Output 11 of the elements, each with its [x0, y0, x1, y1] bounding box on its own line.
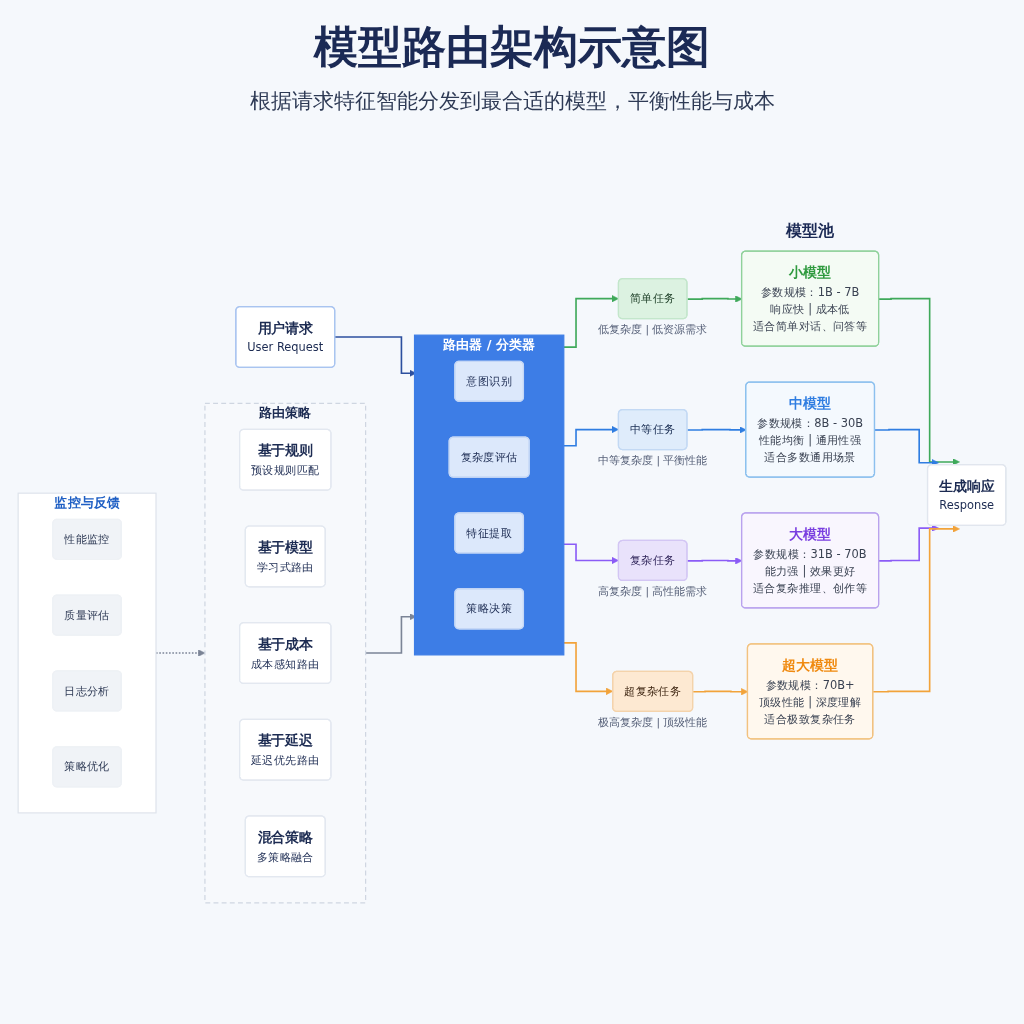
node-note: 低复杂度 | 低资源需求: [598, 323, 708, 336]
diagram-title: 模型路由架构示意图: [314, 20, 710, 74]
node-note: 高复杂度 | 高性能需求: [598, 585, 708, 598]
subtitle: 根据请求特征智能分发到最合适的模型，平衡性能与成本: [249, 88, 775, 115]
node-note: 极高复杂度 | 顶级性能: [598, 716, 708, 729]
arrow: [878, 524, 939, 562]
node-note: 中等复杂度 | 平衡性能: [598, 454, 708, 467]
arrow: [872, 525, 960, 693]
arrow: [874, 428, 939, 467]
arrow: [878, 297, 960, 466]
column-heading: 模型池: [786, 221, 835, 243]
